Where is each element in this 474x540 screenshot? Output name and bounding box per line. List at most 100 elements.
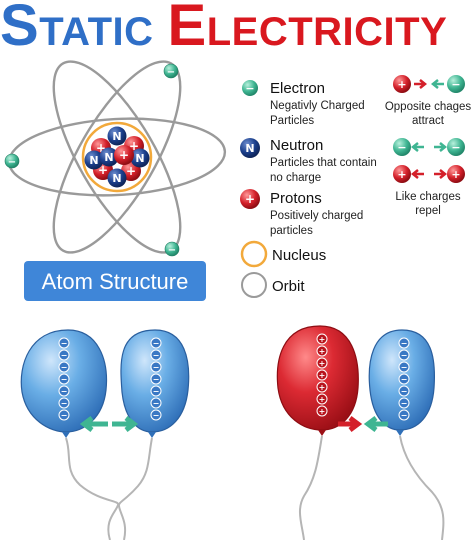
positive-charge-marker: +: [316, 357, 328, 369]
svg-text:−: −: [61, 351, 68, 360]
proton-icon: +: [447, 165, 465, 183]
svg-text:−: −: [61, 339, 68, 348]
svg-text:−: −: [401, 363, 408, 372]
arrow-right-icon: [434, 169, 448, 179]
electron-icon: −: [447, 138, 465, 156]
svg-text:−: −: [153, 351, 160, 360]
svg-text:+: +: [126, 164, 136, 178]
nucleus-particles: + + + + N N N N N +: [84, 126, 150, 188]
proton-particle: +: [114, 145, 134, 165]
balloon-string: [117, 437, 153, 540]
svg-text:−: −: [451, 141, 460, 154]
svg-text:+: +: [319, 371, 326, 380]
negative-charge-marker: −: [398, 385, 410, 397]
orbit-ring-icon: [241, 272, 267, 298]
svg-text:−: −: [401, 411, 408, 420]
neutron-particle: N: [84, 150, 104, 170]
svg-text:−: −: [167, 67, 175, 78]
arrow-left-icon: [430, 79, 444, 89]
balloon-negative: −−−−−−−: [368, 329, 445, 540]
balloon-string: [65, 437, 119, 540]
negative-charge-marker: −: [398, 349, 410, 361]
svg-text:−: −: [61, 399, 68, 408]
legend-protons-desc-1: Positively charged: [270, 210, 363, 222]
legend-electron-title: Electron: [270, 80, 325, 97]
svg-text:−: −: [153, 411, 160, 420]
legend-neutron-desc-1: Particles that contain: [270, 157, 377, 169]
legend-nucleus-title: Nucleus: [272, 247, 326, 264]
svg-text:N: N: [245, 142, 254, 155]
nucleus-ring-icon: [240, 240, 268, 268]
svg-text:−: −: [61, 411, 68, 420]
svg-text:+: +: [96, 141, 106, 155]
svg-text:−: −: [61, 387, 68, 396]
negative-charge-marker: −: [398, 397, 410, 409]
electron-particle: −: [4, 153, 20, 169]
legend-orbit: Orbit: [241, 272, 305, 298]
arrow-left-icon: [410, 142, 424, 152]
svg-text:−: −: [168, 245, 176, 256]
electron-icon: −: [393, 138, 411, 156]
balloon-string: [399, 435, 445, 540]
legend-protons-title: Protons: [270, 190, 322, 207]
negative-charge-marker: −: [58, 373, 70, 385]
svg-text:+: +: [319, 383, 326, 392]
title-electricity-rest: LECTRICITY: [206, 10, 448, 54]
svg-text:−: −: [153, 375, 160, 384]
svg-text:−: −: [153, 399, 160, 408]
svg-text:N: N: [112, 130, 121, 143]
arrow-right-icon: [112, 416, 139, 432]
svg-text:−: −: [61, 363, 68, 372]
electron-particle: −: [163, 63, 179, 79]
negative-charge-marker: −: [150, 361, 162, 373]
legend-electron: − Electron Negativly Charged Particles: [242, 80, 365, 127]
svg-text:+: +: [319, 407, 326, 416]
arrow-right-icon: [414, 79, 428, 89]
svg-text:+: +: [397, 78, 406, 91]
arrow-left-icon: [79, 416, 108, 432]
neutron-particle: N: [130, 148, 150, 168]
arrow-right-icon: [434, 142, 448, 152]
negative-charge-marker: −: [150, 349, 162, 361]
negative-charge-marker: −: [398, 409, 410, 421]
negative-charge-marker: −: [58, 397, 70, 409]
legend-electron-desc-2: Particles: [270, 115, 314, 127]
title-static-rest: TATIC: [39, 10, 154, 54]
positive-charge-marker: +: [316, 333, 328, 345]
legend-protons-desc-2: particles: [270, 225, 313, 237]
svg-text:−: −: [61, 375, 68, 384]
svg-text:−: −: [8, 157, 16, 168]
negative-charge-marker: −: [58, 349, 70, 361]
svg-text:−: −: [153, 339, 160, 348]
svg-text:N: N: [135, 152, 144, 165]
orbit-ring-diagonal-b: [52, 60, 182, 254]
svg-text:+: +: [119, 148, 129, 162]
negative-charge-marker: −: [398, 373, 410, 385]
svg-text:−: −: [153, 387, 160, 396]
arrow-left-icon: [363, 416, 388, 432]
svg-text:+: +: [129, 139, 139, 153]
legend-orbit-title: Orbit: [272, 278, 305, 295]
atom-structure-button: Atom Structure: [24, 261, 206, 301]
legend: − Electron Negativly Charged Particles N…: [240, 80, 377, 298]
positive-charge-marker: +: [316, 369, 328, 381]
electron-particle: −: [164, 241, 180, 257]
title-static-initial: S: [0, 0, 40, 58]
svg-text:−: −: [245, 82, 254, 95]
balloon-pair-attract: +++++++ −−−−−−−: [276, 325, 445, 540]
negative-charge-marker: −: [150, 397, 162, 409]
svg-text:+: +: [397, 168, 406, 181]
like-charges-line1: Like charges: [395, 191, 460, 203]
proton-icon: +: [393, 75, 411, 93]
negative-charge-marker: −: [150, 337, 162, 349]
svg-text:−: −: [153, 363, 160, 372]
proton-icon: +: [393, 165, 411, 183]
electron-icon: [242, 80, 258, 96]
balloon-pair-repel: − − − − − − − − − − − − − −: [20, 329, 190, 540]
svg-text:−: −: [401, 351, 408, 360]
legend-protons: + Protons Positively charged particles: [240, 189, 363, 237]
legend-electron-desc-1: Negativly Charged: [270, 100, 365, 112]
negative-charge-marker: −: [58, 337, 70, 349]
